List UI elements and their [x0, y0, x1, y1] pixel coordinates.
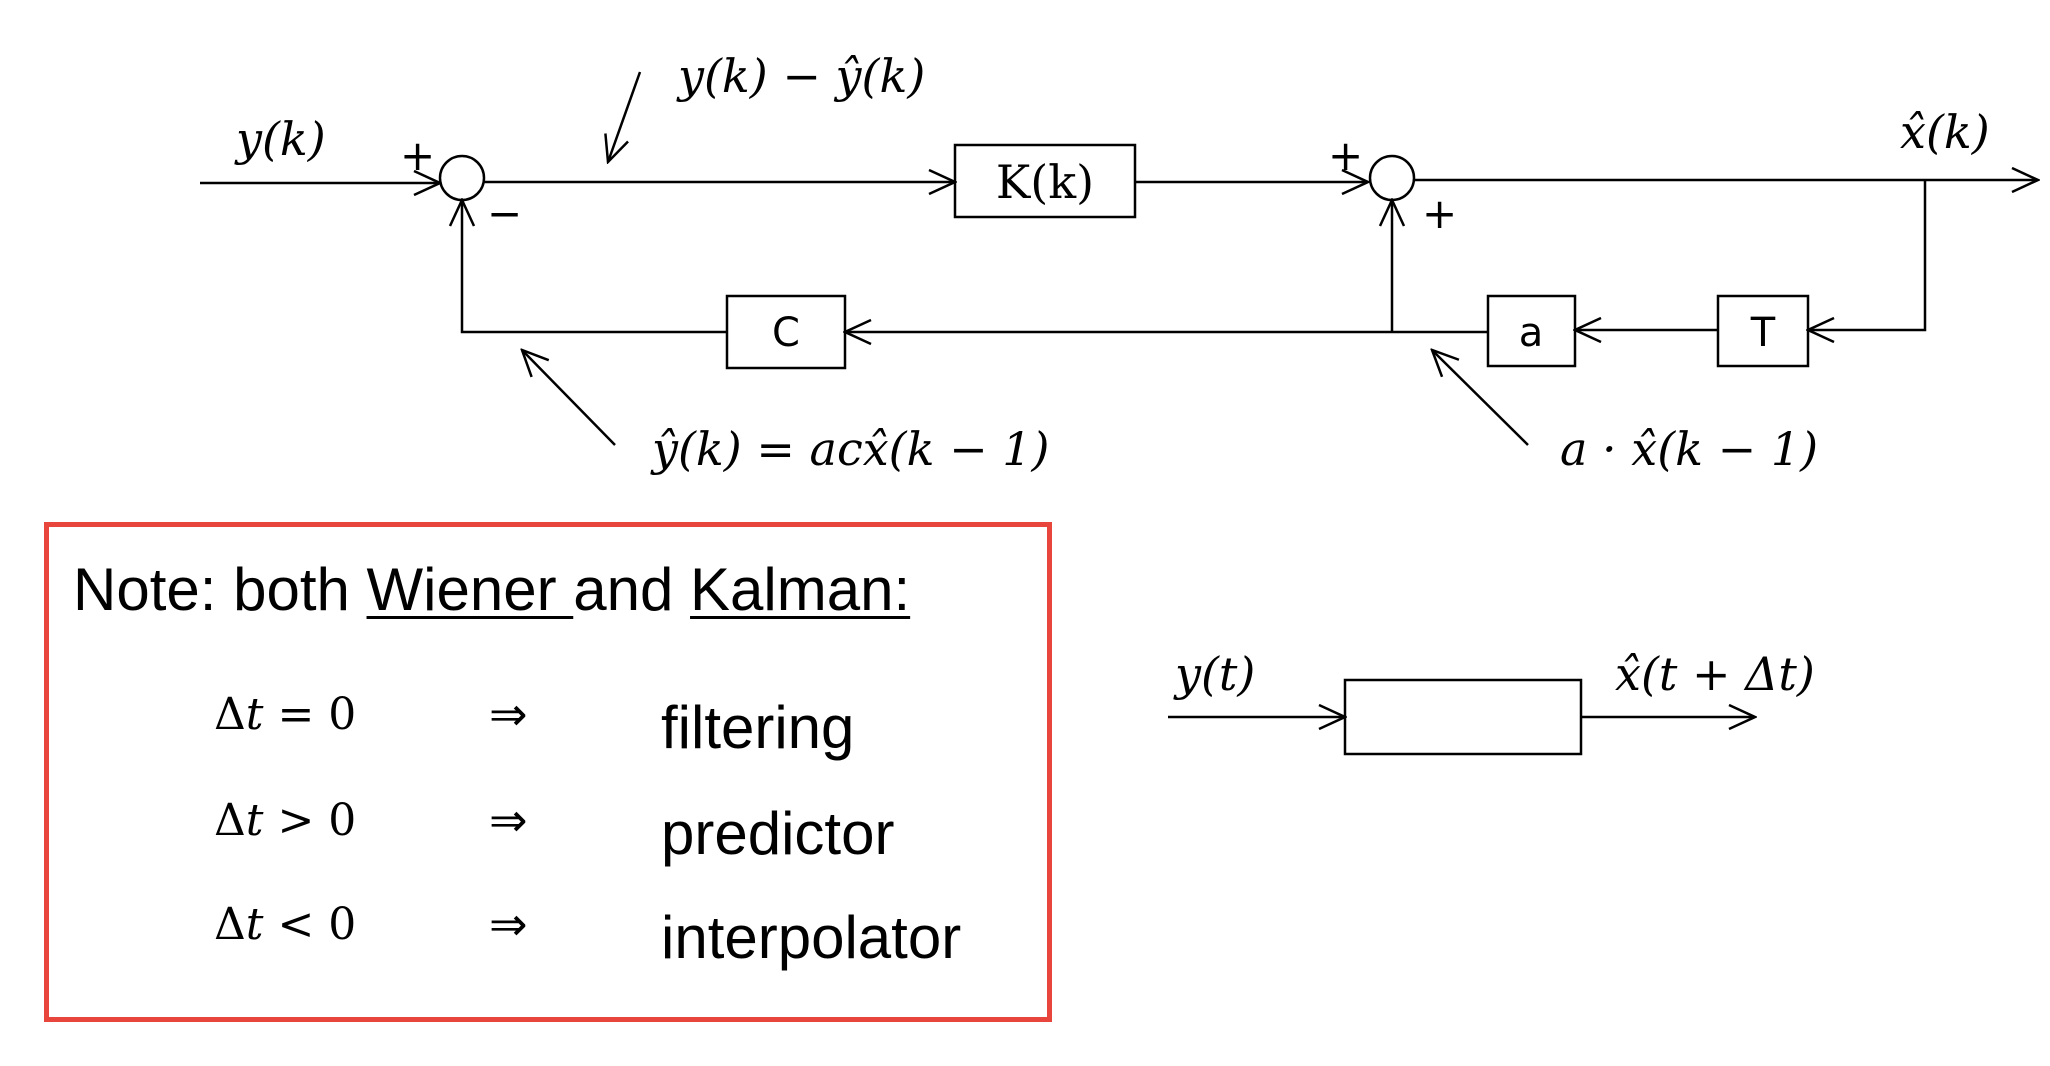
- time-variable: t: [245, 795, 264, 846]
- simple-output-label: x̂(t + Δt): [1615, 647, 1815, 701]
- prediction-label: ŷ(k) = acx̂(k − 1): [650, 422, 1050, 476]
- delta-symbol: Δ: [214, 795, 246, 846]
- implies-arrow: ⇒: [489, 897, 528, 951]
- c-label: C: [772, 310, 800, 356]
- prediction-pointer-arrow: [522, 350, 616, 446]
- condition-expression: Δt = 0: [214, 689, 356, 740]
- wiener-link: Wiener: [366, 556, 574, 623]
- sum2-plus-top-sign: +: [1328, 131, 1363, 180]
- delta-symbol: Δ: [214, 899, 246, 950]
- kalman-link: Kalman:: [690, 556, 911, 623]
- implies-arrow: ⇒: [489, 793, 528, 847]
- summing-junction-2: [1368, 154, 1416, 202]
- result-interpolator: interpolator: [661, 904, 962, 971]
- condition-expression: Δt < 0: [214, 899, 356, 950]
- implies-arrow: ⇒: [489, 687, 528, 741]
- simple-input-label: y(t): [1173, 647, 1255, 701]
- condition-row-predictor: Δt > 0 ⇒ predictor: [49, 783, 1047, 873]
- simple-block: [1343, 678, 1583, 756]
- condition-row-interpolator: Δt < 0 ⇒ interpolator: [49, 887, 1047, 977]
- condition-expression: Δt > 0: [214, 795, 356, 846]
- error-label: y(k) − ŷ(k): [676, 49, 925, 103]
- state-prediction-label: a · x̂(k − 1): [1560, 422, 1818, 476]
- c-to-sum1-line: [462, 200, 727, 334]
- result-predictor: predictor: [661, 800, 895, 867]
- feedback-down-line: [1808, 180, 1927, 330]
- note-title: Note: both Wiener and Kalman:: [73, 555, 910, 624]
- relation: > 0: [263, 795, 357, 846]
- a-label: a: [1519, 310, 1544, 356]
- summing-junction-1: [438, 154, 486, 202]
- time-variable: t: [245, 689, 264, 740]
- output-label: x̂(k): [1900, 105, 1990, 159]
- input-label: y(k): [234, 112, 326, 166]
- relation: = 0: [263, 689, 357, 740]
- sum1-minus-sign: −: [487, 189, 522, 238]
- t-label: T: [1750, 310, 1776, 356]
- error-pointer-arrow: [608, 71, 642, 162]
- note-middle: and: [573, 556, 691, 623]
- time-variable: t: [245, 899, 264, 950]
- gain-label: K(k): [996, 155, 1094, 209]
- note-box: Note: both Wiener and Kalman: Δt = 0 ⇒ f…: [44, 522, 1052, 1022]
- condition-row-filtering: Δt = 0 ⇒ filtering: [49, 677, 1047, 767]
- result-filtering: filtering: [661, 694, 855, 761]
- sum1-plus-sign: +: [400, 131, 435, 180]
- note-prefix: Note: both: [73, 556, 367, 623]
- relation: < 0: [263, 899, 357, 950]
- sum2-plus-bottom-sign: +: [1422, 189, 1457, 238]
- delta-symbol: Δ: [214, 689, 246, 740]
- state-prediction-pointer-arrow: [1432, 350, 1529, 446]
